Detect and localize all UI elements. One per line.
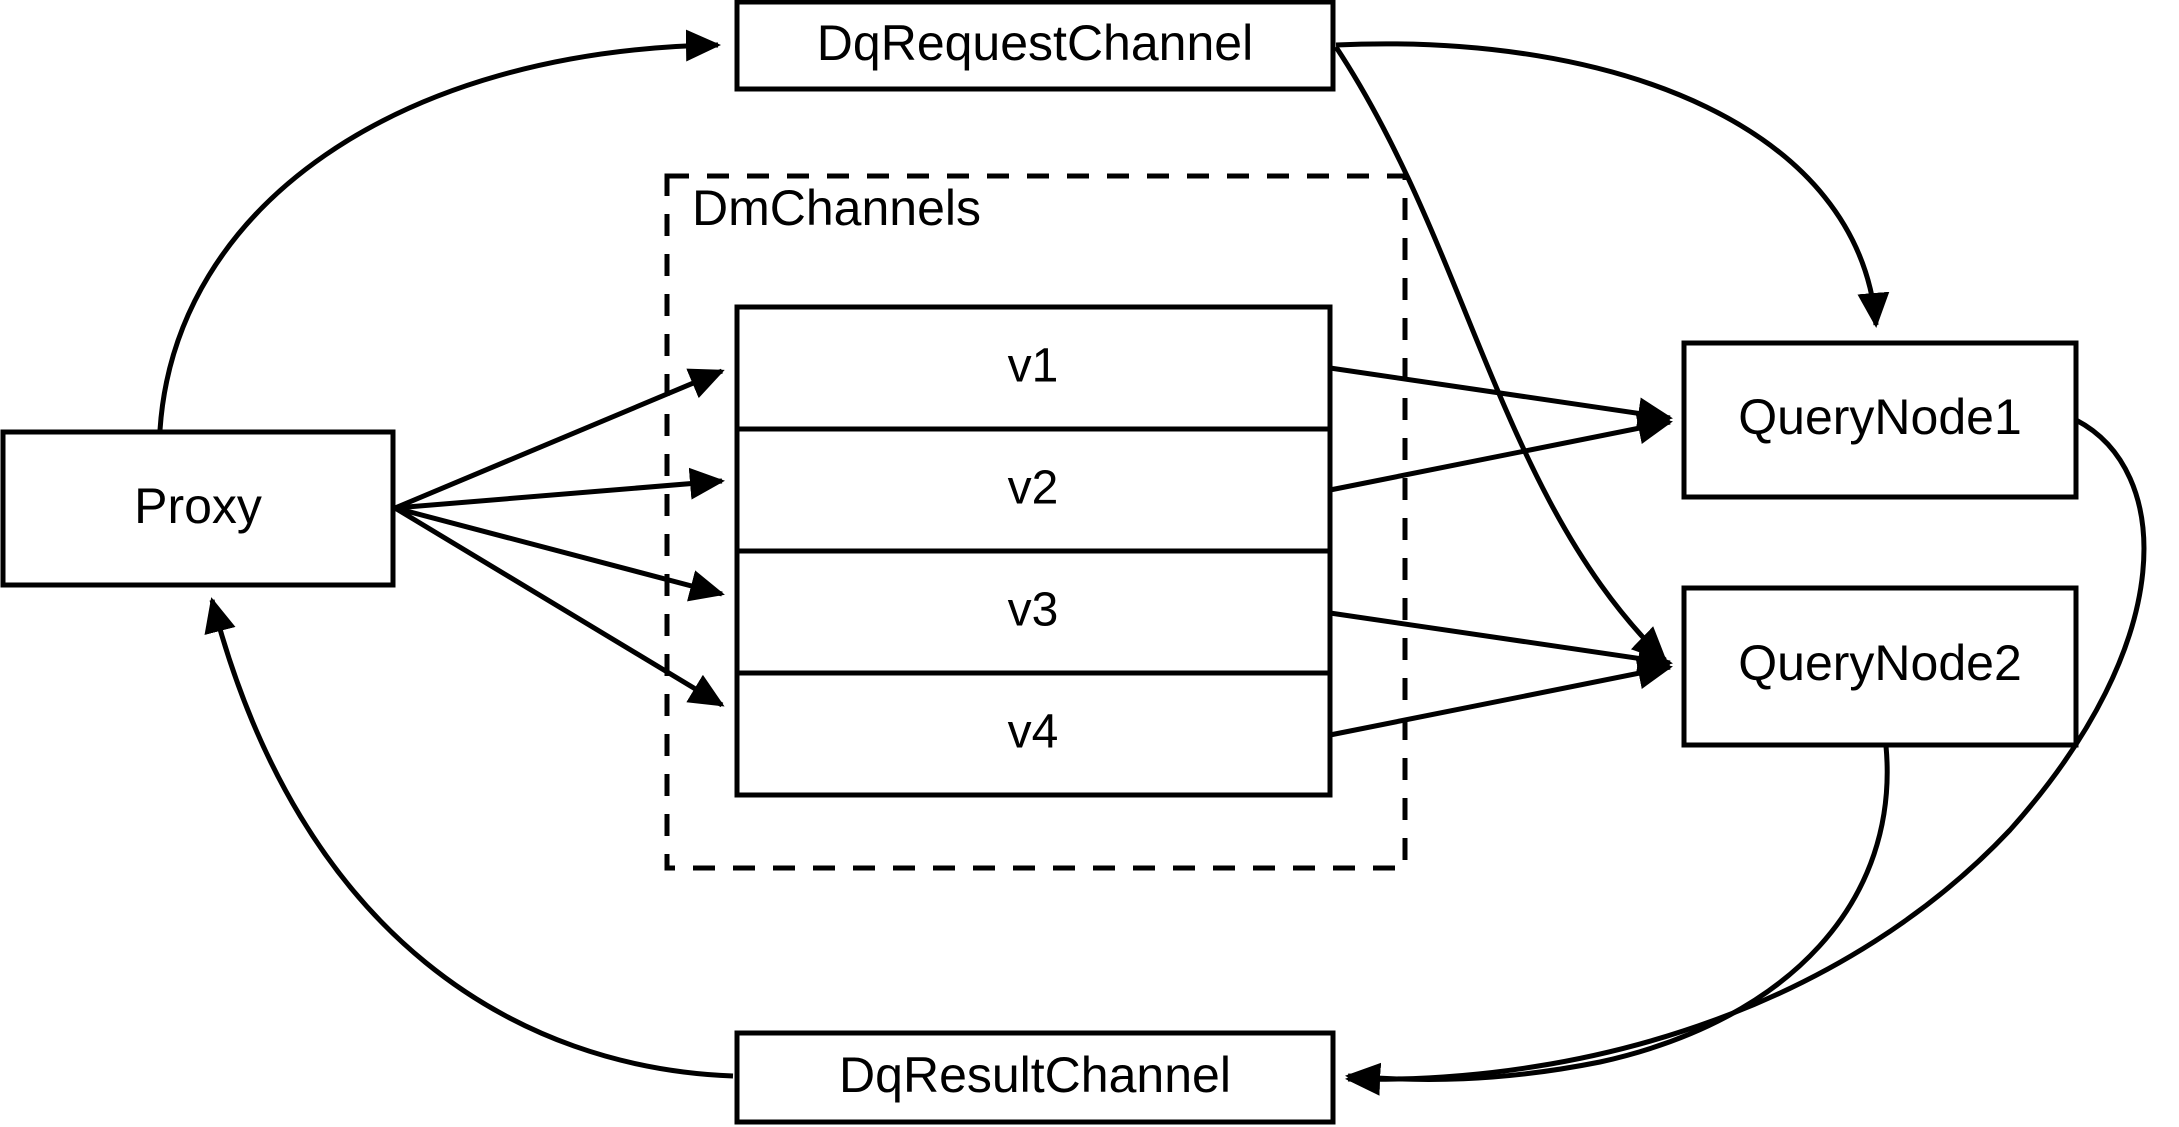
node-querynode1-label: QueryNode1 [1738,389,2022,445]
edge-dqrequestchannel-to-querynode2 [1333,45,1668,663]
edge-v4-to-querynode2 [1329,657,1673,738]
edge-v1-to-querynode1 [1329,365,1673,430]
dmchannels-group-box [664,173,1408,871]
dmchannels-group-label: DmChannels [692,180,981,236]
node-dqrequestchannel-label: DqRequestChannel [817,15,1253,71]
node-dqresultchannel[interactable] [734,1030,1336,1125]
edge-dqresultchannel-to-proxy [204,597,734,1079]
row-label-v3: v3 [1008,584,1059,637]
node-proxy[interactable] [0,429,396,588]
edge-querynode2-to-dqresultchannel [1345,745,1890,1095]
edge-dqrequestchannel-to-querynode1 [1335,41,1890,328]
node-dqrequestchannel[interactable] [734,0,1336,92]
node-proxy-label: Proxy [134,478,262,534]
edge-proxy-to-v2 [394,467,725,511]
edge-querynode1-to-dqresultchannel [1345,417,2147,1096]
row-label-v4: v4 [1008,706,1059,759]
edge-v2-to-querynode1 [1329,412,1673,493]
node-querynode2-label: QueryNode2 [1738,635,2022,691]
row-label-v1: v1 [1008,340,1059,393]
edge-proxy-to-dqrequestchannel [157,29,721,431]
node-querynode2[interactable] [1681,585,2079,748]
edge-v3-to-querynode2 [1329,610,1673,675]
node-querynode1[interactable] [1681,340,2079,500]
edge-proxy-to-v3 [394,505,725,602]
row-label-v2: v2 [1008,462,1059,515]
edge-proxy-to-v4 [393,505,725,708]
node-dqresultchannel-label: DqResultChannel [839,1047,1231,1103]
